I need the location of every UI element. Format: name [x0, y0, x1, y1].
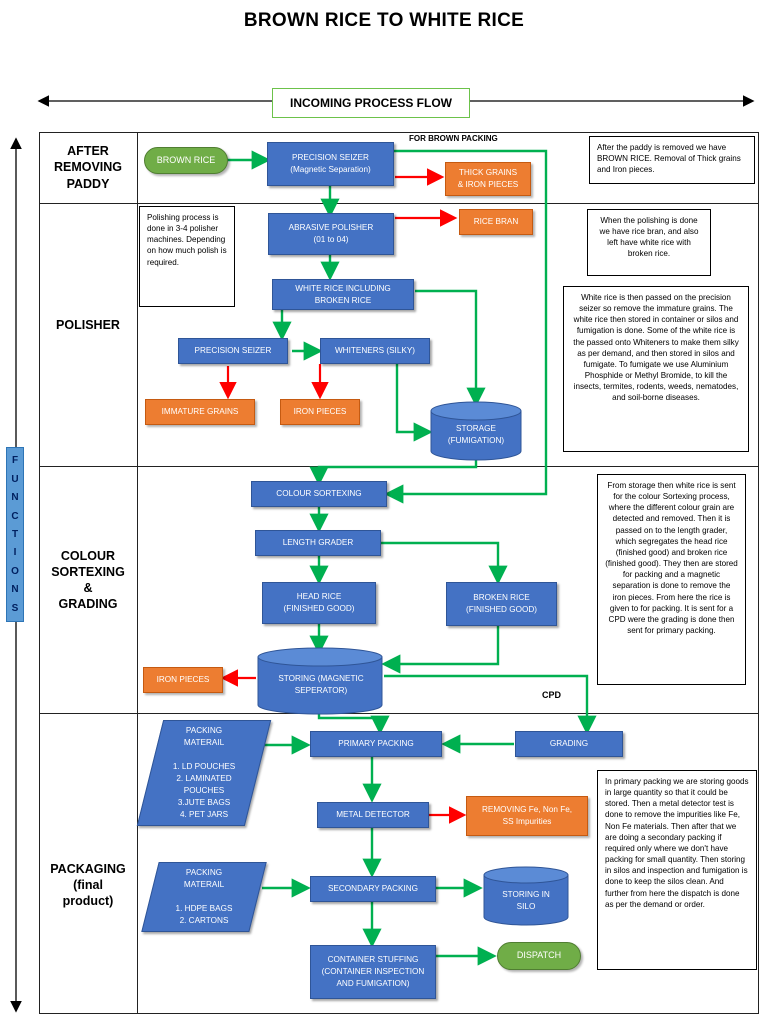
- broken-rice: BROKEN RICE (FINISHED GOOD): [446, 582, 557, 626]
- secondary-packing: SECONDARY PACKING: [310, 876, 436, 902]
- storage-cylinder-shape: [430, 401, 522, 461]
- note-white-rice: White rice is then passed on the precisi…: [563, 286, 749, 452]
- functions-letter: U: [11, 473, 19, 485]
- white-rice-including-broken: WHITE RICE INCLUDING BROKEN RICE: [272, 279, 414, 310]
- storage-fumigation: STORAGE (FUMIGATION): [447, 424, 505, 445]
- packing-material-list-1: PACKING MATERAIL 1. LD POUCHES 2. LAMINA…: [136, 720, 272, 826]
- lane-divider-vertical: [137, 132, 138, 1014]
- storing-magnetic-separator: STORING (MAGNETIC SEPERATOR): [278, 674, 364, 695]
- section-colour-sortexing-grading: COLOUR SORTEXING & GRADING: [51, 548, 125, 612]
- lane-divider-1: [39, 203, 759, 204]
- removing-fe-non-fe: REMOVING Fe, Non Fe, SS Impurities: [466, 796, 588, 836]
- metal-detector: METAL DETECTOR: [317, 802, 429, 828]
- section-polisher: POLISHER: [56, 317, 120, 332]
- dispatch-terminal: DISPATCH: [497, 942, 581, 970]
- cpd-label: CPD: [542, 690, 562, 700]
- incoming-process-flow-label: INCOMING PROCESS FLOW: [272, 88, 470, 118]
- functions-letter: T: [11, 528, 19, 540]
- rice-bran: RICE BRAN: [459, 209, 533, 235]
- storing-cylinder-shape: [257, 647, 383, 715]
- note-after-paddy: After the paddy is removed we have BROWN…: [589, 136, 755, 184]
- head-rice: HEAD RICE (FINISHED GOOD): [262, 582, 376, 624]
- note-polishing-done: When the polishing is done we have rice …: [587, 209, 711, 276]
- for-brown-packing-label: FOR BROWN PACKING: [409, 134, 498, 143]
- length-grader: LENGTH GRADER: [255, 530, 381, 556]
- arrow-storing-to-grading: [384, 674, 597, 735]
- functions-letter: I: [13, 547, 17, 559]
- lane-divider-3: [39, 713, 759, 714]
- section-packaging: PACKAGING (final product): [50, 861, 126, 909]
- grading: GRADING: [515, 731, 623, 757]
- packing-material-list-2: PACKING MATERAIL 1. HDPE BAGS 2. CARTONS: [141, 862, 267, 932]
- note-packing: In primary packing we are storing goods …: [597, 770, 757, 970]
- iron-pieces-polisher: IRON PIECES: [280, 399, 360, 425]
- functions-letter: F: [11, 455, 19, 467]
- arrow-storage-to-colour: [309, 460, 478, 486]
- section-after-removing-paddy: AFTER REMOVING PADDY: [53, 144, 123, 191]
- storing-in-silo: STORING IN SILO: [502, 890, 550, 911]
- precision-seizer-magnetic: PRECISION SEIZER (Magnetic Separation): [267, 142, 394, 186]
- arrow-broken-to-storing: [381, 626, 500, 674]
- precision-seizer-2: PRECISION SEIZER: [178, 338, 288, 364]
- diagram-title: BROWN RICE TO WHITE RICE: [243, 10, 525, 31]
- functions-letter: O: [11, 565, 19, 577]
- brown-rice-terminal: BROWN RICE: [144, 147, 228, 174]
- swimlane-frame: [39, 132, 759, 1014]
- note-storage-colour: From storage then white rice is sent for…: [597, 474, 746, 685]
- arrow-white-to-storage: [415, 289, 486, 407]
- note-polishing-process: Polishing process is done in 3-4 polishe…: [139, 206, 235, 307]
- silo-cylinder-shape: [483, 866, 569, 926]
- colour-sortexing: COLOUR SORTEXING: [251, 481, 387, 507]
- functions-letter: N: [11, 492, 19, 504]
- iron-pieces-storing: IRON PIECES: [143, 667, 223, 693]
- arrow-whiteners-to-storage: [395, 364, 433, 442]
- packing-material-text-1: PACKING MATERAIL 1. LD POUCHES 2. LAMINA…: [172, 726, 236, 819]
- packing-material-text-2: PACKING MATERAIL 1. HDPE BAGS 2. CARTONS: [175, 868, 233, 925]
- whiteners-silky: WHITENERS (SILKY): [320, 338, 430, 364]
- functions-letter: C: [11, 510, 19, 522]
- thick-grains-iron-pieces: THICK GRAINS & IRON PIECES: [445, 162, 531, 196]
- primary-packing: PRIMARY PACKING: [310, 731, 442, 757]
- abrasive-polisher: ABRASIVE POLISHER (01 to 04): [268, 213, 394, 255]
- arrow-brown-packing: [378, 149, 548, 504]
- container-stuffing: CONTAINER STUFFING (CONTAINER INSPECTION…: [310, 945, 436, 999]
- functions-letter: N: [11, 584, 19, 596]
- arrow-length-to-broken: [381, 541, 508, 585]
- functions-letter: S: [11, 602, 19, 614]
- immature-grains: IMMATURE GRAINS: [145, 399, 255, 425]
